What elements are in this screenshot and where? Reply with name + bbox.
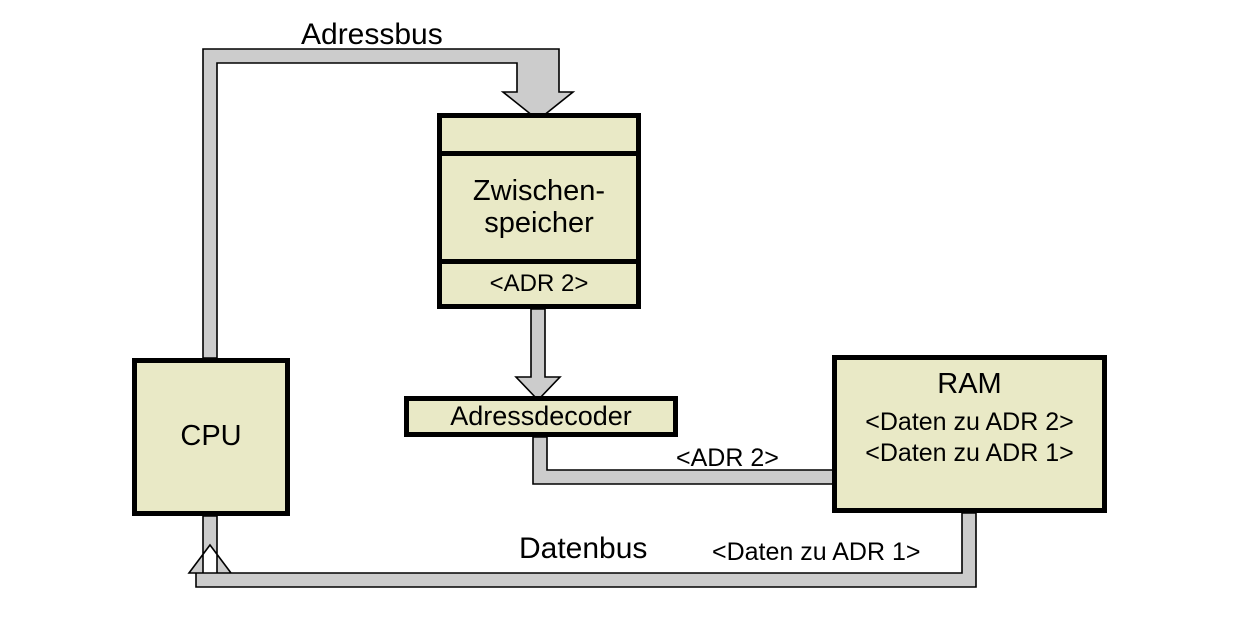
cpu-label: CPU — [180, 420, 242, 453]
ram-row-adr2: <Daten zu ADR 2> — [865, 408, 1074, 436]
ram-box[interactable]: RAM <Daten zu ADR 2> <Daten zu ADR 1> — [832, 355, 1107, 513]
ram-title: RAM — [937, 368, 1002, 400]
address-decoder-label: Adressdecoder — [450, 400, 632, 431]
buffer-to-decoder-path — [514, 308, 562, 402]
buffer-box[interactable]: Zwischen- speicher <ADR 2> — [437, 113, 641, 309]
address-decoder-box[interactable]: Adressdecoder — [404, 396, 678, 437]
address-bus-label: Adressbus — [301, 18, 443, 51]
buffer-empty-row — [442, 118, 636, 156]
cpu-box[interactable]: CPU — [132, 358, 290, 516]
data-bus-label: Datenbus — [519, 532, 648, 565]
data-adr1-label: <Daten zu ADR 1> — [712, 538, 921, 566]
address-bus-path — [202, 48, 576, 359]
adr2-wire-label: <ADR 2> — [676, 444, 779, 472]
buffer-address-row: <ADR 2> — [489, 270, 589, 297]
buffer-name-label: Zwischen- speicher — [442, 156, 636, 264]
data-bus-path — [187, 512, 977, 588]
ram-row-adr1: <Daten zu ADR 1> — [865, 438, 1074, 467]
